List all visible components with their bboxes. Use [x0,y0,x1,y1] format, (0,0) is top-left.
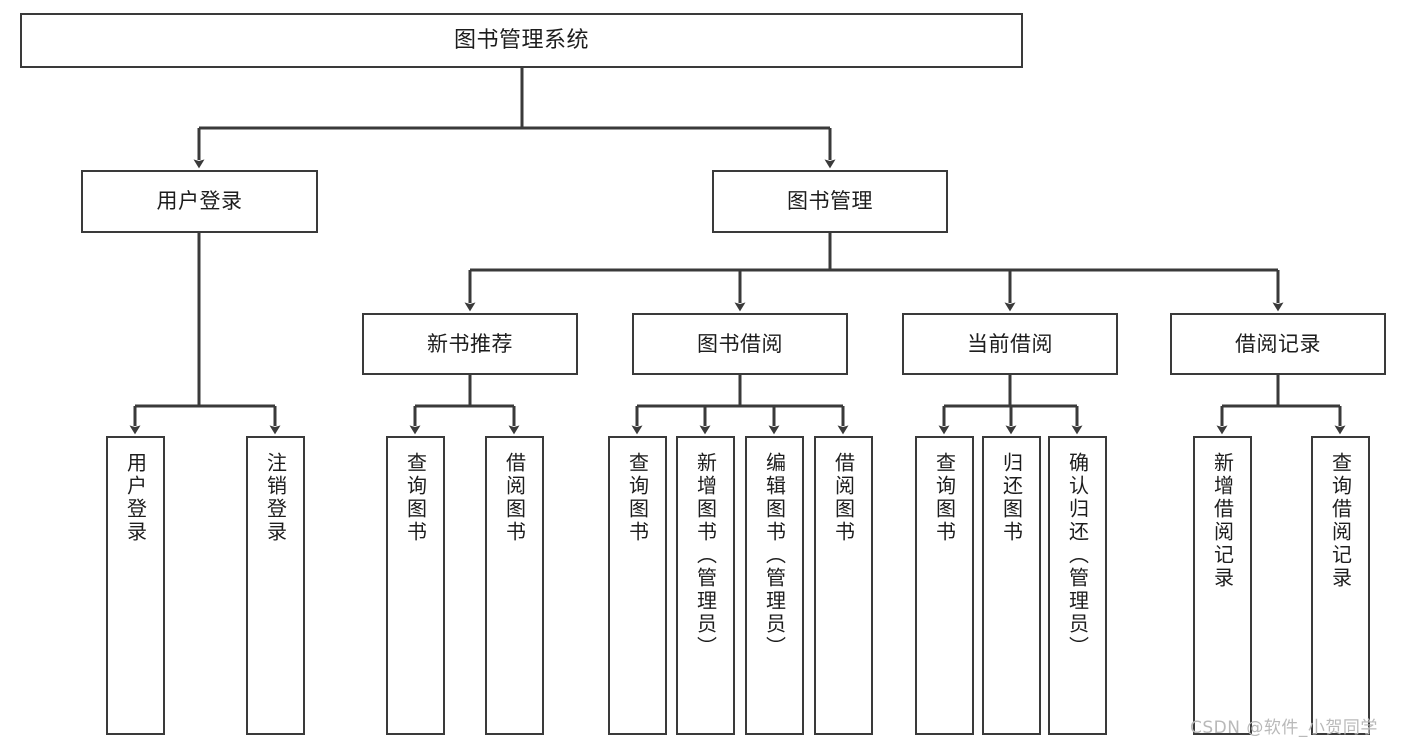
node-current-borrow[interactable]: 当前借阅 [902,313,1118,375]
leaf-query-book-3[interactable]: 查询图书 [915,436,974,735]
leaf-add-book-label: 新增图书（管理员） [693,452,718,659]
node-new-book-recommend-label: 新书推荐 [427,331,513,356]
node-book-borrow-label: 图书借阅 [697,331,783,356]
node-current-borrow-label: 当前借阅 [967,331,1053,356]
watermark: CSDN @软件_小贺同学 [1190,718,1378,738]
node-borrow-record[interactable]: 借阅记录 [1170,313,1386,375]
leaf-query-record-label: 查询借阅记录 [1328,452,1353,590]
leaf-query-book-1[interactable]: 查询图书 [386,436,445,735]
node-user-login-label: 用户登录 [156,189,243,214]
node-book-management-label: 图书管理 [787,189,873,214]
node-book-borrow[interactable]: 图书借阅 [632,313,848,375]
leaf-query-book-2-label: 查询图书 [625,452,650,544]
leaf-borrow-book-2-label: 借阅图书 [831,452,856,544]
leaf-confirm-return[interactable]: 确认归还（管理员） [1048,436,1107,735]
leaf-user-login[interactable]: 用户登录 [106,436,165,735]
node-borrow-record-label: 借阅记录 [1235,331,1321,356]
leaf-user-logout[interactable]: 注销登录 [246,436,305,735]
leaf-add-book[interactable]: 新增图书（管理员） [676,436,735,735]
leaf-edit-book[interactable]: 编辑图书（管理员） [745,436,804,735]
leaf-user-login-label: 用户登录 [123,452,148,544]
node-root[interactable]: 图书管理系统 [20,13,1023,68]
node-root-label: 图书管理系统 [453,27,589,53]
node-book-management[interactable]: 图书管理 [712,170,948,233]
leaf-confirm-return-label: 确认归还（管理员） [1065,452,1090,659]
leaf-query-book-1-label: 查询图书 [403,452,428,544]
leaf-query-book-3-label: 查询图书 [932,452,957,544]
leaf-borrow-book-2[interactable]: 借阅图书 [814,436,873,735]
node-user-login[interactable]: 用户登录 [81,170,318,233]
leaf-query-book-2[interactable]: 查询图书 [608,436,667,735]
leaf-query-record[interactable]: 查询借阅记录 [1311,436,1370,735]
leaf-user-logout-label: 注销登录 [263,452,288,544]
leaf-borrow-book-1-label: 借阅图书 [502,452,527,544]
leaf-add-record-label: 新增借阅记录 [1210,452,1235,590]
leaf-edit-book-label: 编辑图书（管理员） [762,452,787,659]
leaf-return-book[interactable]: 归还图书 [982,436,1041,735]
leaf-return-book-label: 归还图书 [999,452,1024,544]
leaf-borrow-book-1[interactable]: 借阅图书 [485,436,544,735]
leaf-add-record[interactable]: 新增借阅记录 [1193,436,1252,735]
node-new-book-recommend[interactable]: 新书推荐 [362,313,578,375]
